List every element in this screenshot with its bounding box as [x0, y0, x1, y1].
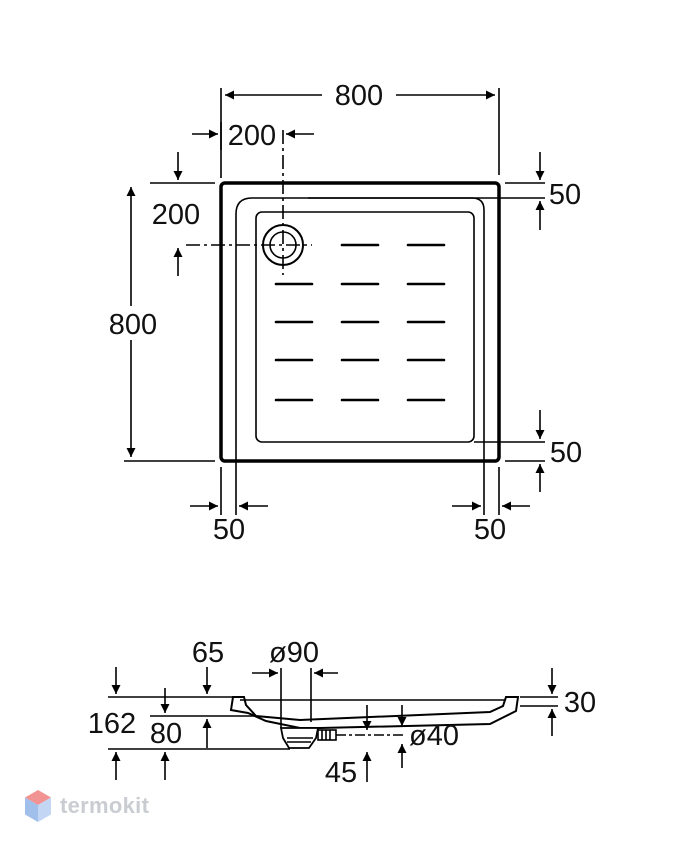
dimension-drain-offset-x: 200 [192, 120, 314, 152]
rim-height-label: 30 [564, 687, 596, 719]
hexagon-logo-icon [25, 790, 51, 822]
dimension-margin-right: 50 [452, 440, 530, 546]
dimension-margin-top: 50 [308, 152, 581, 230]
dimension-drain-offset-y: 200 [150, 152, 215, 276]
margin-bottom-label: 50 [550, 437, 582, 469]
drain-diameter-label: ø90 [269, 637, 319, 669]
anti-slip-slots [274, 243, 446, 402]
dimension-width: 800 [220, 80, 500, 178]
height-label: 800 [109, 309, 157, 341]
outlet-height-label: 45 [325, 757, 357, 789]
dimension-height: 800 [109, 187, 215, 462]
width-label: 800 [335, 80, 383, 112]
top-view: 800 200 200 800 50 [109, 80, 582, 546]
total-height-label: 162 [88, 708, 136, 740]
dimension-rim-height: 30 [520, 668, 596, 736]
drain-body [279, 727, 404, 749]
dimension-outlet-height: 45 [325, 705, 372, 789]
tray-profile [229, 696, 520, 729]
section-view: 162 80 65 ø90 30 [88, 637, 596, 789]
watermark-text: termokit [60, 793, 150, 818]
tray-basin [255, 211, 475, 443]
watermark-logo: termokit [24, 786, 149, 826]
dimension-margin-bottom: 50 [474, 410, 582, 492]
margin-left-label: 50 [213, 514, 245, 546]
base-height-label: 80 [150, 718, 182, 750]
drain-offset-y-label: 200 [152, 199, 200, 231]
dimension-outlet-diameter: ø40 [397, 705, 459, 768]
tray-outline [219, 181, 501, 463]
dimension-base-height: 80 [150, 688, 256, 780]
drain-depth-label: 65 [192, 637, 224, 669]
outlet-diameter-label: ø40 [409, 720, 459, 752]
dimension-drain-depth: 65 [192, 637, 224, 748]
outlet-pipe [317, 729, 337, 741]
drain-offset-x-label: 200 [228, 120, 276, 152]
margin-top-label: 50 [549, 179, 581, 211]
margin-right-label: 50 [474, 514, 506, 546]
dimension-total-height: 162 [88, 667, 290, 780]
drain [186, 130, 312, 275]
dimension-drain-diameter: ø90 [252, 637, 338, 728]
dimension-margin-left: 50 [190, 446, 268, 546]
